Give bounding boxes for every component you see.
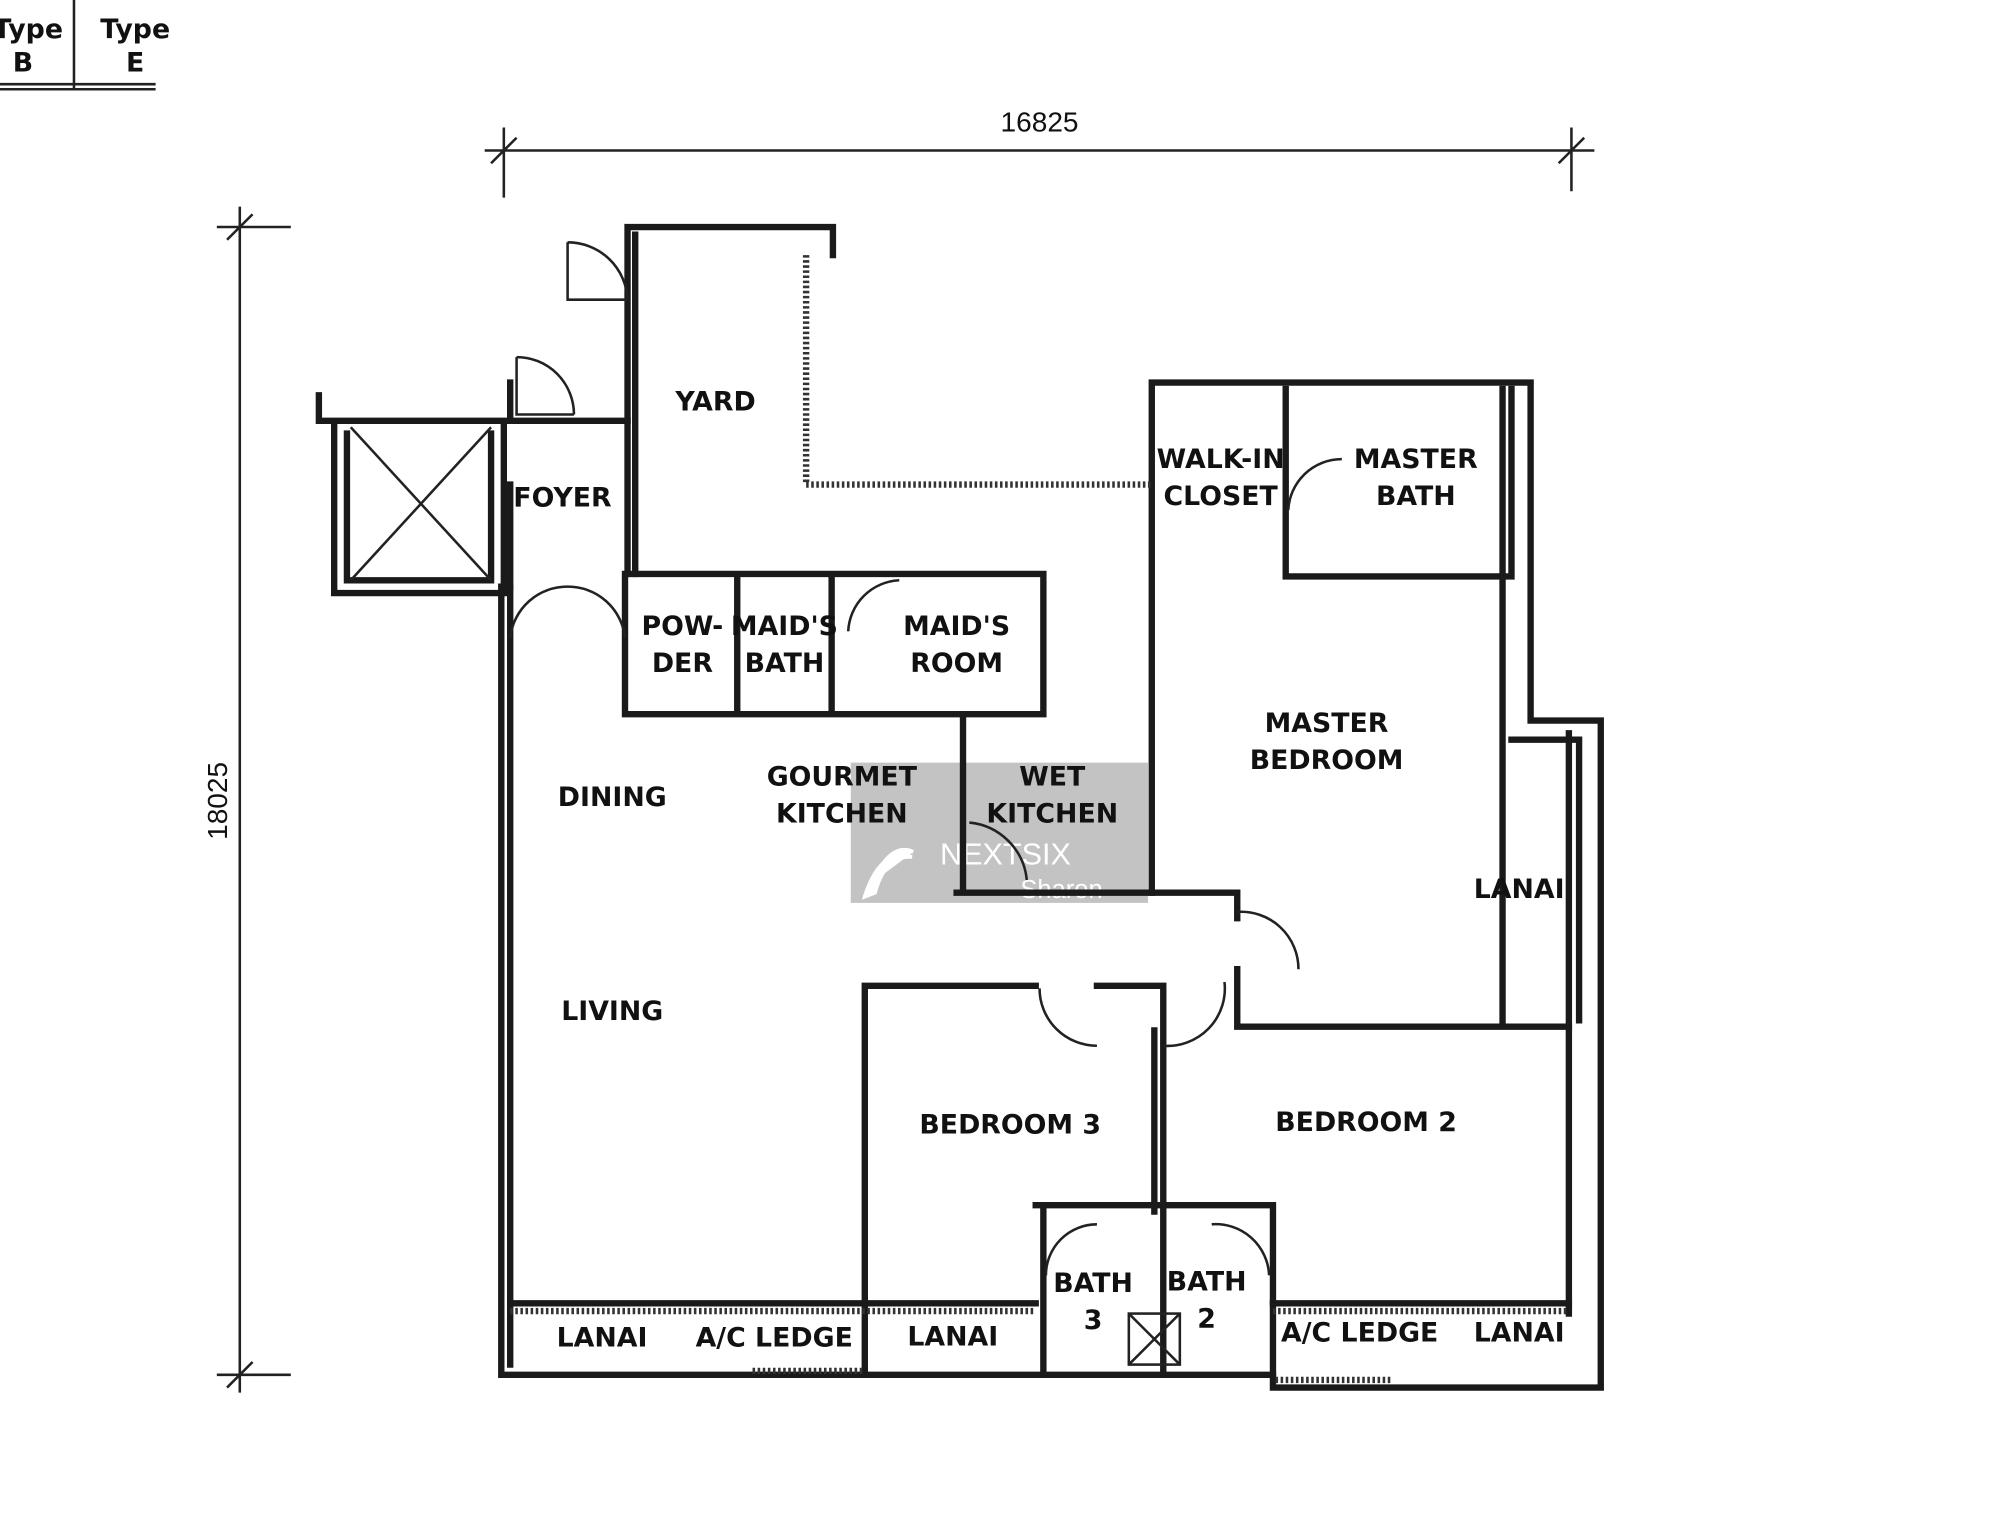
label-bedroom-2: BEDROOM 2 <box>1275 1107 1457 1138</box>
label-lanai-living: LANAI <box>557 1323 648 1354</box>
label-bath-2-2: 2 <box>1197 1304 1216 1335</box>
label-maids-room-1: MAID'S <box>903 611 1010 642</box>
label-master-bedroom-2: BEDROOM <box>1250 745 1404 776</box>
key-type-e-2: E <box>126 47 144 78</box>
label-dining: DINING <box>558 782 667 813</box>
label-foyer: FOYER <box>513 482 612 513</box>
label-bath-3-2: 3 <box>1084 1305 1103 1336</box>
width-label: 16825 <box>1001 106 1079 137</box>
label-lanai-bedroom-3: LANAI <box>907 1321 998 1352</box>
label-maids-bath-2: BATH <box>745 648 825 679</box>
label-wet-kitchen-1: WET <box>1019 762 1086 793</box>
label-living: LIVING <box>561 996 663 1027</box>
key-plan: Type B Type E <box>0 0 170 91</box>
label-lanai-bedroom-2: LANAI <box>1474 1318 1565 1349</box>
label-ac-ledge-1: A/C LEDGE <box>696 1323 853 1354</box>
label-master-lanai: LANAI <box>1474 874 1565 905</box>
label-walk-in-closet-2: CLOSET <box>1163 481 1278 512</box>
label-master-bath-1: MASTER <box>1354 444 1478 475</box>
key-type-b-2: B <box>13 47 33 78</box>
label-master-bedroom-1: MASTER <box>1265 708 1389 739</box>
label-powder-2: DER <box>652 648 714 679</box>
label-powder-1: POW- <box>641 611 723 642</box>
nextsix-logo-icon <box>861 848 915 900</box>
label-master-bath-2: BATH <box>1376 481 1456 512</box>
label-gourmet-kitchen-2: KITCHEN <box>776 799 908 830</box>
watermark-brand: NEXTSIX <box>940 838 1071 872</box>
label-ac-ledge-2: A/C LEDGE <box>1281 1318 1438 1349</box>
label-wet-kitchen-2: KITCHEN <box>986 799 1118 830</box>
label-walk-in-closet-1: WALK-IN <box>1157 444 1285 475</box>
dimension-depth: 18025 <box>202 206 291 1393</box>
label-maids-bath-1: MAID'S <box>731 611 838 642</box>
room-labels: YARD FOYER POW- DER MAID'S BATH MAID'S R… <box>513 387 1564 1354</box>
label-maids-room-2: ROOM <box>910 648 1003 679</box>
depth-label: 18025 <box>202 762 233 840</box>
watermark: NEXTSIX Sharon <box>850 762 1148 904</box>
label-bedroom-3: BEDROOM 3 <box>919 1110 1101 1141</box>
key-type-b-1: Type <box>0 14 63 45</box>
walls <box>315 223 1604 1391</box>
label-yard: YARD <box>674 387 755 418</box>
doors <box>508 241 1342 1276</box>
dimension-width: 16825 <box>484 106 1595 198</box>
key-type-e-1: Type <box>100 14 170 45</box>
label-bath-2-1: BATH <box>1167 1267 1247 1298</box>
label-bath-3-1: BATH <box>1053 1268 1133 1299</box>
label-gourmet-kitchen-1: GOURMET <box>767 762 918 793</box>
